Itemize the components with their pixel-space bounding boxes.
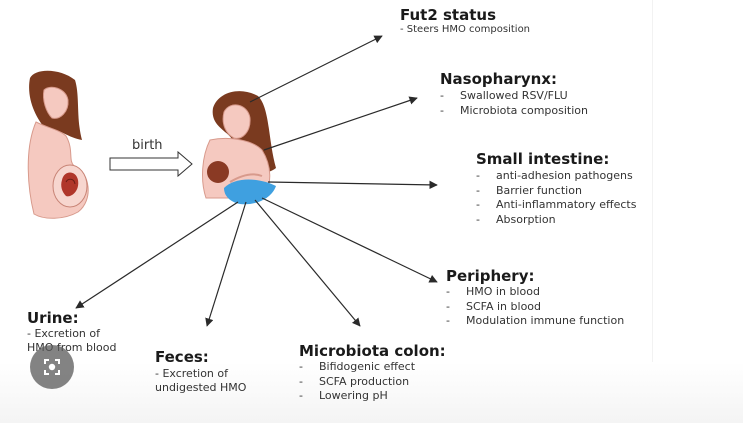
- lens-icon: [44, 359, 60, 375]
- list-item: Microbiota composition: [440, 104, 588, 119]
- feces-line-2: undigested HMO: [155, 381, 247, 394]
- list-item: SCFA in blood: [446, 300, 624, 315]
- list-item: Lowering pH: [299, 389, 415, 404]
- arrows: [75, 35, 438, 327]
- list-item: Barrier function: [476, 184, 636, 199]
- list-item: anti-adhesion pathogens: [476, 169, 636, 184]
- list-item: Modulation immune function: [446, 314, 624, 329]
- list-item: HMO in blood: [446, 285, 624, 300]
- list-item: Absorption: [476, 213, 636, 228]
- fut2-heading: Fut2 status: [400, 6, 497, 24]
- list-item: Anti-inflammatory effects: [476, 198, 636, 213]
- periphery-heading: Periphery:: [446, 267, 535, 285]
- nasopharynx-heading: Nasopharynx:: [440, 70, 557, 88]
- mother-with-baby-illustration: [202, 91, 276, 205]
- periphery-list: HMO in blood SCFA in blood Modulation im…: [446, 285, 624, 329]
- pregnant-woman-illustration: [27, 70, 89, 219]
- microbiota-colon-list: Bifidogenic effect SCFA production Lower…: [299, 360, 415, 404]
- small-intestine-heading: Small intestine:: [476, 150, 610, 168]
- nasopharynx-list: Swallowed RSV/FLU Microbiota composition: [440, 89, 588, 118]
- fut2-item: - Steers HMO composition: [400, 24, 531, 35]
- list-item: Swallowed RSV/FLU: [440, 89, 588, 104]
- birth-label: birth: [132, 138, 163, 153]
- feces-heading: Feces:: [155, 348, 209, 366]
- urine-heading: Urine:: [27, 309, 79, 327]
- urine-line-1: - Excretion of: [27, 327, 100, 340]
- list-item: Bifidogenic effect: [299, 360, 415, 375]
- microbiota-colon-heading: Microbiota colon:: [299, 342, 446, 360]
- list-item: SCFA production: [299, 375, 415, 390]
- lens-button[interactable]: [30, 345, 74, 389]
- feces-line-1: - Excretion of: [155, 367, 228, 380]
- right-margin: [652, 0, 743, 423]
- small-intestine-list: anti-adhesion pathogens Barrier function…: [476, 169, 636, 227]
